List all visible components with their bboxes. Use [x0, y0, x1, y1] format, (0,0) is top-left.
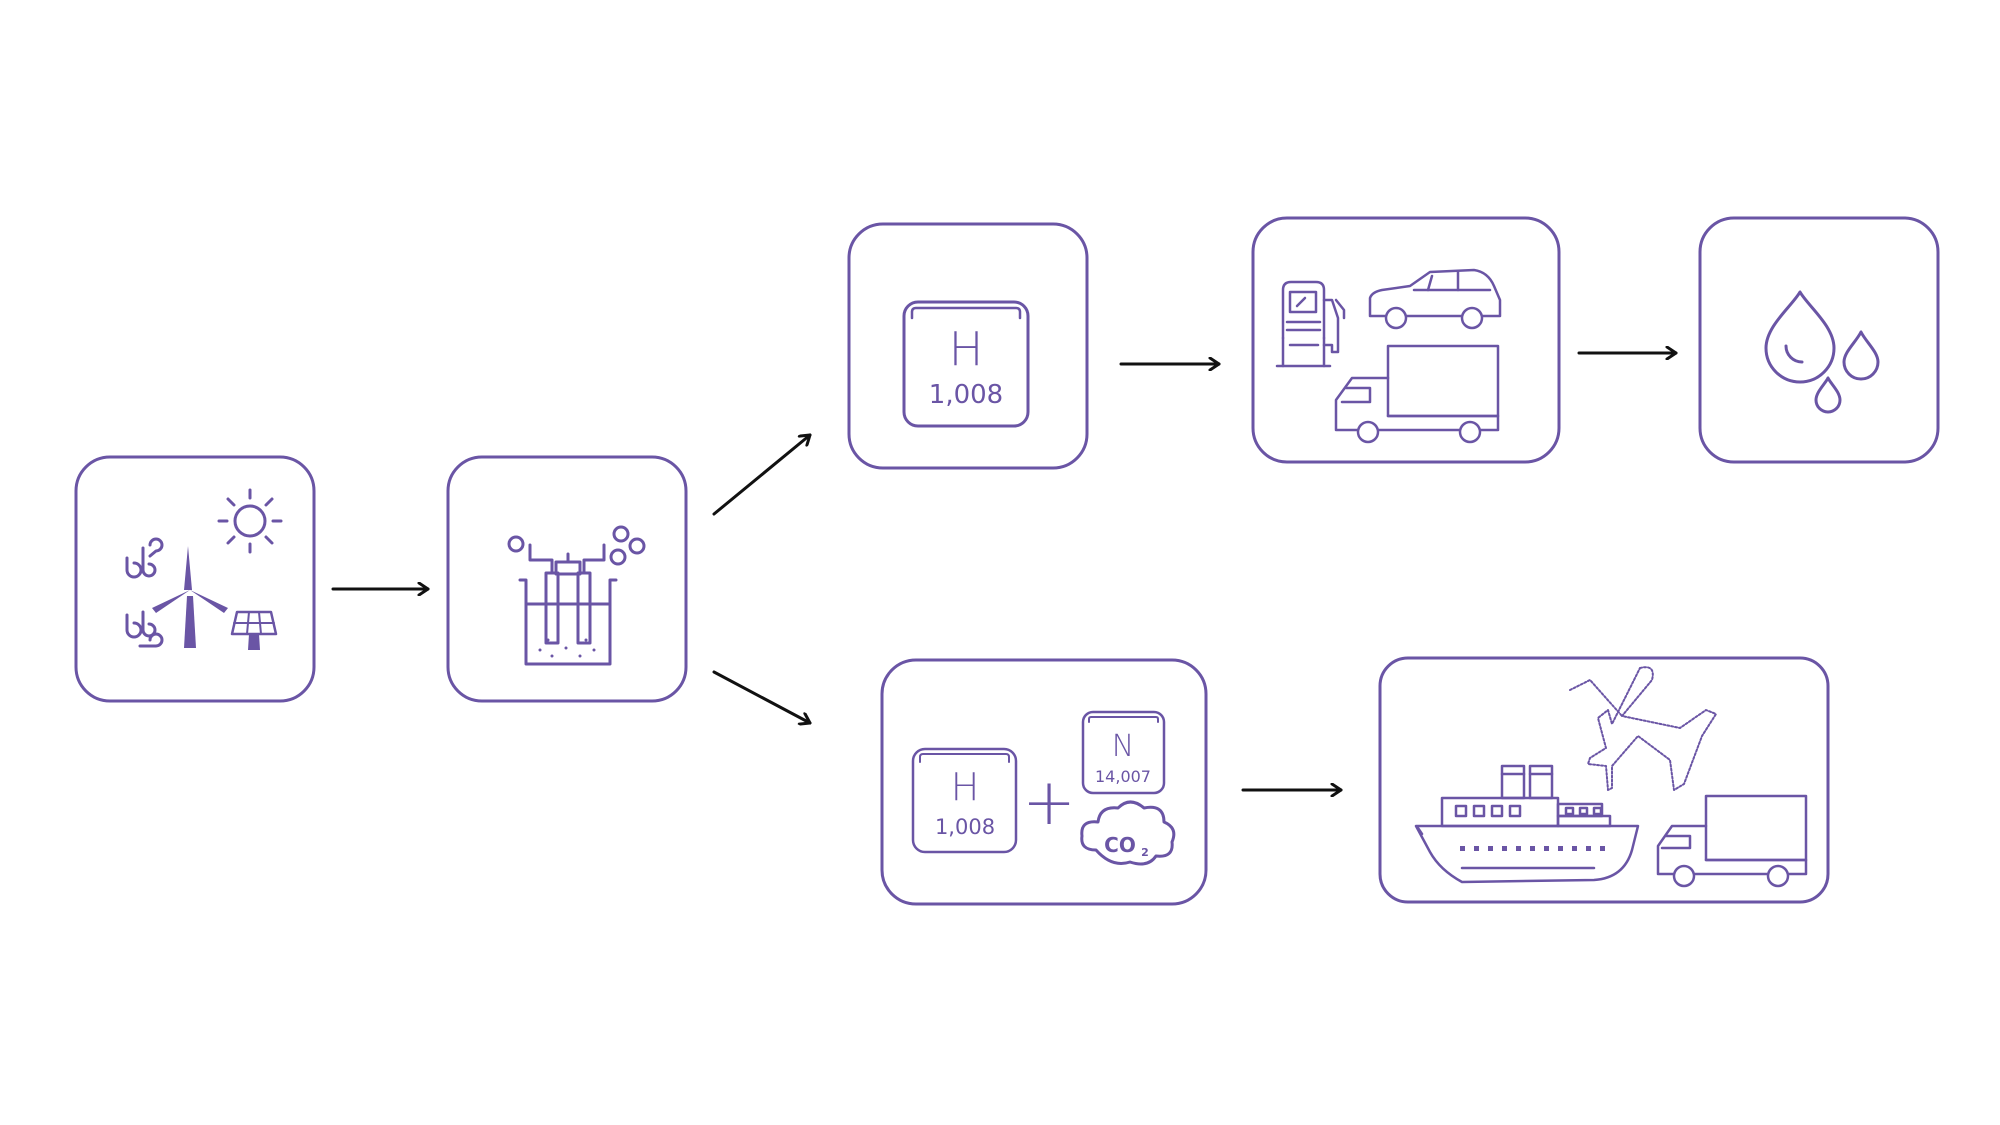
electrolyzer-icon — [507, 525, 646, 666]
arrow-electrolyzer-to-hydrogen — [712, 433, 812, 516]
nitrogen-mass: 14,007 — [1095, 767, 1151, 786]
truck-icon — [1334, 344, 1500, 444]
hydrogen-symbol-2: H — [951, 765, 980, 809]
car-icon — [1368, 268, 1502, 330]
synthesis-box: H 1,008 + N 14,007 CO 2 — [880, 658, 1208, 906]
hydrogen-element-card: H 1,008 — [902, 300, 1030, 428]
fuel-drops-icon — [1764, 290, 1880, 414]
solar-panel-icon — [230, 610, 278, 650]
nitrogen-symbol: N — [1112, 729, 1134, 764]
co2-label: CO — [1104, 833, 1136, 857]
hydrogen-mass: 1,008 — [929, 380, 1003, 410]
heavy-transport-box — [1378, 656, 1830, 904]
ship-portholes — [1460, 846, 1605, 851]
renewable-energy-box — [74, 455, 316, 703]
ship-icon — [1414, 764, 1640, 884]
fuel-box — [1698, 216, 1940, 464]
hydrogen-box: H 1,008 — [847, 222, 1089, 470]
mobility-box — [1251, 216, 1561, 464]
arrow-electrolyzer-to-synthesis — [712, 670, 812, 723]
fuel-pump-icon — [1275, 280, 1346, 368]
airplane-icon — [1569, 666, 1717, 791]
wind-icon — [125, 537, 164, 648]
electrolyzer-box — [446, 455, 688, 703]
hydrogen-element-card-2: H 1,008 — [911, 747, 1018, 854]
co2-cloud-icon: CO 2 — [1080, 800, 1176, 866]
sun-icon — [217, 488, 283, 554]
hydrogen-symbol: H — [949, 322, 984, 376]
truck-icon-2 — [1656, 794, 1808, 888]
hydrogen-mass-2: 1,008 — [935, 815, 995, 839]
nitrogen-element-card: N 14,007 — [1081, 710, 1166, 795]
plus-sign: + — [1022, 766, 1076, 840]
co2-subscript: 2 — [1141, 846, 1149, 859]
wind-turbine-icon — [152, 546, 228, 648]
